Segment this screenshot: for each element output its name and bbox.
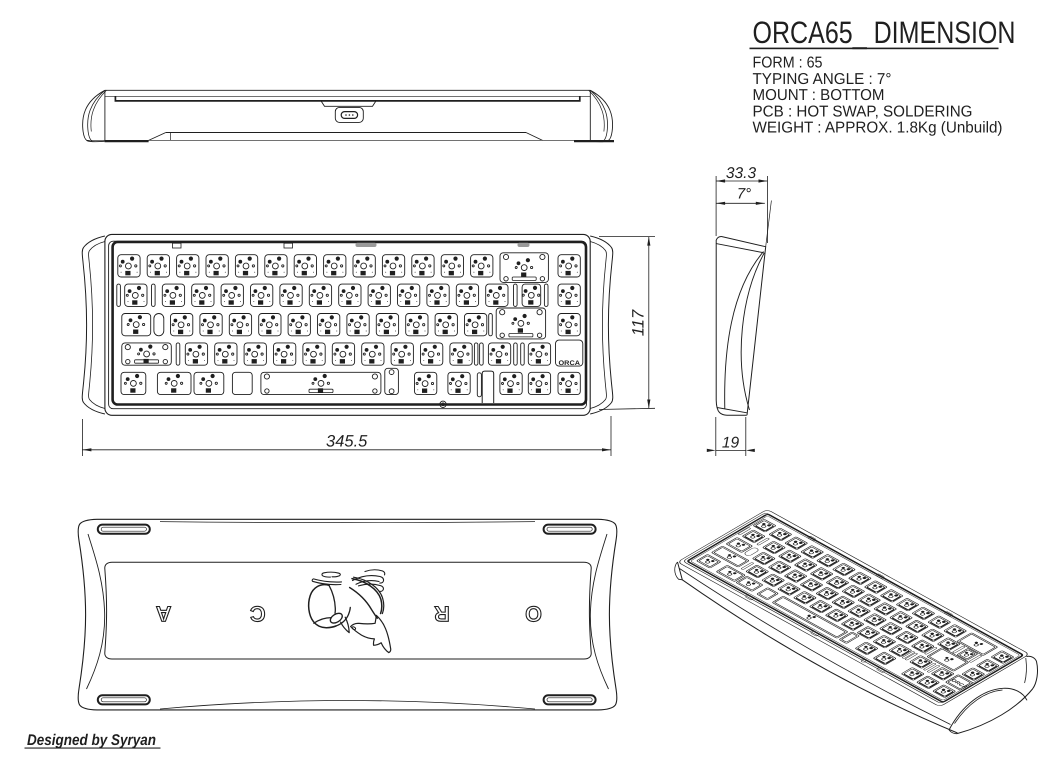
svg-text:Designed by Syryan: Designed by Syryan bbox=[27, 732, 156, 749]
svg-text:33.3: 33.3 bbox=[726, 165, 757, 182]
svg-text:R: R bbox=[434, 602, 450, 626]
svg-text:O: O bbox=[525, 602, 542, 626]
svg-text:FORM : 65: FORM : 65 bbox=[753, 55, 823, 72]
svg-text:TYPING ANGLE : 7°: TYPING ANGLE : 7° bbox=[753, 71, 892, 88]
svg-text:MOUNT : BOTTOM: MOUNT : BOTTOM bbox=[753, 87, 885, 104]
svg-text:WEIGHT : APPROX. 1.8Kg (Unbuil: WEIGHT : APPROX. 1.8Kg (Unbuild) bbox=[753, 120, 1003, 137]
svg-text:ORCA: ORCA bbox=[949, 678, 969, 689]
svg-text:7°: 7° bbox=[737, 186, 751, 203]
svg-text:ORCA65_ DIMENSION: ORCA65_ DIMENSION bbox=[753, 15, 1016, 50]
svg-text:PCB : HOT SWAP, SOLDERING: PCB : HOT SWAP, SOLDERING bbox=[753, 103, 973, 120]
svg-text:A: A bbox=[156, 602, 172, 626]
svg-text:345.5: 345.5 bbox=[326, 433, 368, 451]
svg-text:117: 117 bbox=[630, 309, 648, 336]
svg-text:ORCA: ORCA bbox=[559, 360, 581, 367]
svg-text:19: 19 bbox=[722, 435, 740, 452]
svg-text:C: C bbox=[250, 602, 266, 626]
